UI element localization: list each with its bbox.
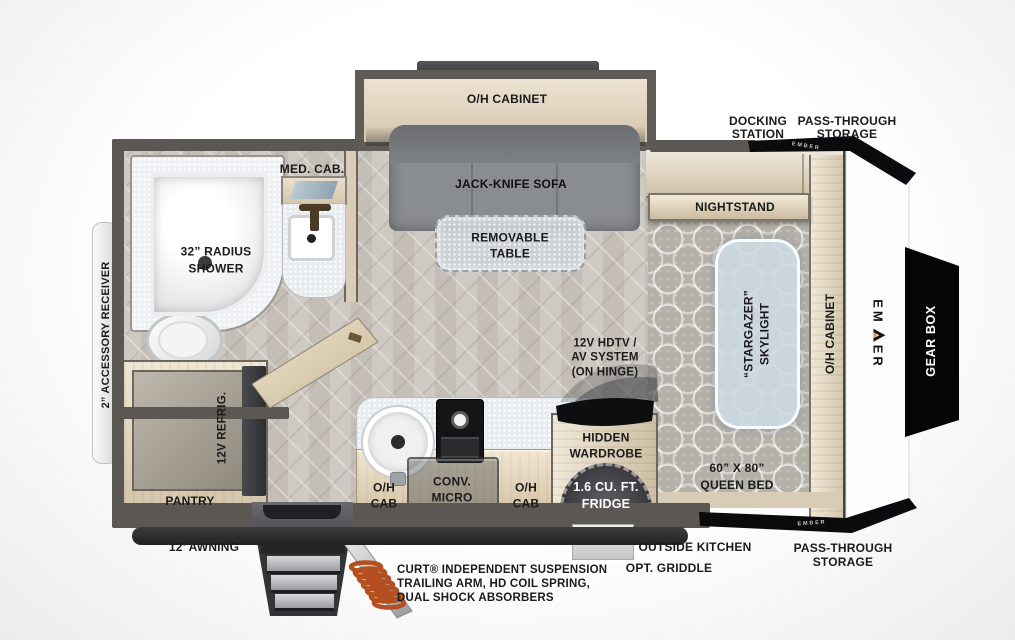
label-opt-griddle: OPT. GRIDDLE [625,561,713,576]
ember-logo-icon [868,327,887,343]
label-hdtv: 12V HDTV /AV SYSTEM(ON HINGE) [571,337,639,379]
label-skylight: “STARGAZER”SKYLIGHT [741,290,771,378]
wall-bottom [112,503,710,528]
label-bedroom-oh-cabinet: O/H CABINET [823,293,838,375]
refrigerator [132,370,244,491]
stargazer-skylight [715,239,800,429]
kitchen-sink-drain [391,435,405,449]
label-accessory-receiver: 2” ACCESSORY RECEIVER [99,261,112,409]
nightstand [648,193,810,221]
label-med-cab: MED. CAB. [279,162,345,177]
entry-step-2 [271,575,337,593]
bathroom-partition-wall [344,149,358,302]
label-gear-box: GEAR BOX [923,305,938,377]
jack-knife-sofa [389,125,640,231]
toilet-seat [158,321,208,359]
label-jack-knife-sofa: JACK-KNIFE SOFA [455,177,567,192]
stove-knob [451,411,469,429]
label-mini-fridge: 1.6 CU. FT.FRIDGE [573,480,639,511]
label-pantry: PANTRY [165,494,215,509]
label-oh-cabinet-slideout: O/H CABINET [466,92,548,107]
wall-top-right [650,140,756,152]
slideout-top-bar [417,61,599,72]
wall-bathroom-divider [112,407,289,419]
label-conv-micro: CONV.MICRO [431,474,473,504]
label-ember-bottom: EMBER [797,519,827,528]
label-queen-bed: 60” X 80”QUEEN BED [700,461,774,492]
medicine-cabinet-mirror [290,181,338,199]
wall-left [112,139,124,517]
label-outside-kitchen: OUTSIDE KITCHEN [638,540,752,555]
shower-drain [198,256,212,270]
sofa-seam-left [471,163,473,231]
sofa-back-cushion [389,125,640,163]
refrigerator-door [242,366,266,496]
stove-grate [441,437,479,458]
removable-table [435,215,586,272]
label-refrigerator: 12V REFRIG. [216,391,229,465]
bed-head-wall-divider [802,154,804,196]
bath-faucet-stem [310,210,319,231]
kitchen-faucet [390,472,406,486]
entry-step-1 [267,556,340,574]
entry-step-3 [275,594,334,611]
bath-faucet [299,204,331,211]
bath-sink-drain [307,234,316,243]
shower-pan [150,173,268,316]
wall-top-left [112,139,359,151]
label-awning: 12’ AWNING [168,540,240,555]
sofa-seam-right [556,163,558,231]
label-nightstand: NIGHTSTAND [695,200,775,215]
entry-door-inner [263,505,341,519]
brand-ember-wordmark: EM ER [868,299,887,369]
